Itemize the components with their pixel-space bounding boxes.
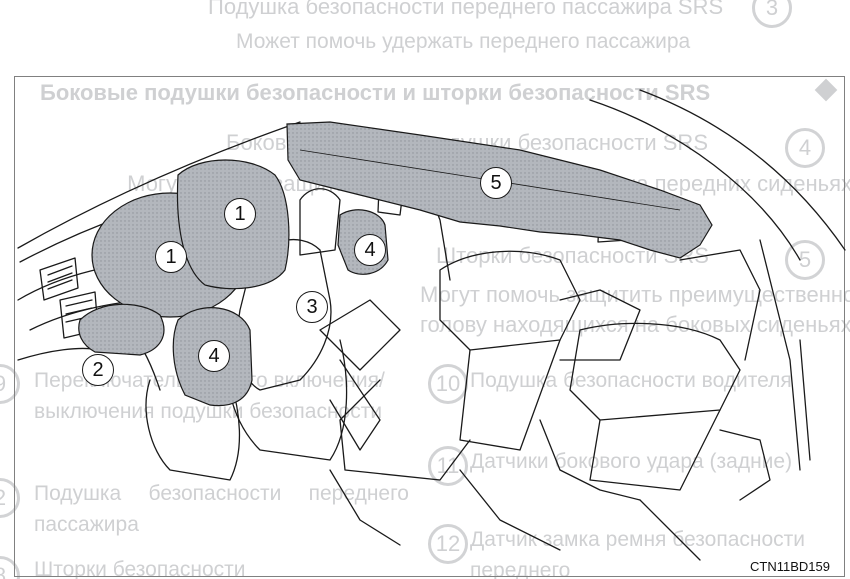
callout-driver-airbag: 1	[155, 241, 187, 273]
windshield-edge	[17, 121, 301, 249]
ghost-right-number-11: 11	[428, 446, 468, 486]
ghost-line1: Подушка безопасности переднего пассажира…	[208, 0, 724, 19]
ghost-list-right-3: Датчик замка ремня безопасности переднег…	[470, 528, 806, 579]
ghost-heading: Боковые подушки безопасности и шторки бе…	[40, 80, 711, 105]
callout-side-airbag-front: 4	[198, 340, 230, 372]
figure-code: CTN11BD159	[750, 559, 830, 574]
callout-passenger-airbag: 1	[224, 198, 256, 230]
ghost-line2: Может помочь удержать переднего пассажир…	[236, 30, 691, 53]
ghost-list-left-2: Подушка безопасности переднего пассажира	[34, 482, 409, 536]
callout-seat-belt: 3	[296, 291, 328, 323]
callout-knee-airbag: 2	[82, 354, 114, 386]
ghost-list-left-3: Шторки безопасности	[34, 558, 246, 579]
ghost-item4-number: 4	[785, 128, 825, 168]
ghost-item3-number: 3	[752, 0, 792, 28]
ghost-right-number-12: 12	[428, 524, 468, 564]
ghost-list-right-2: Датчики бокового удара (задние)	[470, 450, 793, 473]
callout-curtain-airbag: 5	[480, 167, 512, 199]
knee-airbag-shape	[78, 303, 165, 356]
ghost-item5-body: Могут помочь защитить преимущественно го…	[420, 282, 850, 337]
second-row-seat	[439, 250, 581, 351]
illustration-frame	[14, 76, 845, 577]
headrest	[299, 188, 341, 256]
ghost-list-right-1: Подушка безопасности водителя	[470, 369, 792, 392]
ghost-item5-number: 5	[785, 240, 825, 280]
ghost-right-number-10: 10	[428, 364, 468, 404]
third-row-seat	[569, 322, 741, 421]
dash-vent-icon	[39, 257, 79, 301]
callout-side-airbag-passenger: 4	[354, 234, 386, 266]
